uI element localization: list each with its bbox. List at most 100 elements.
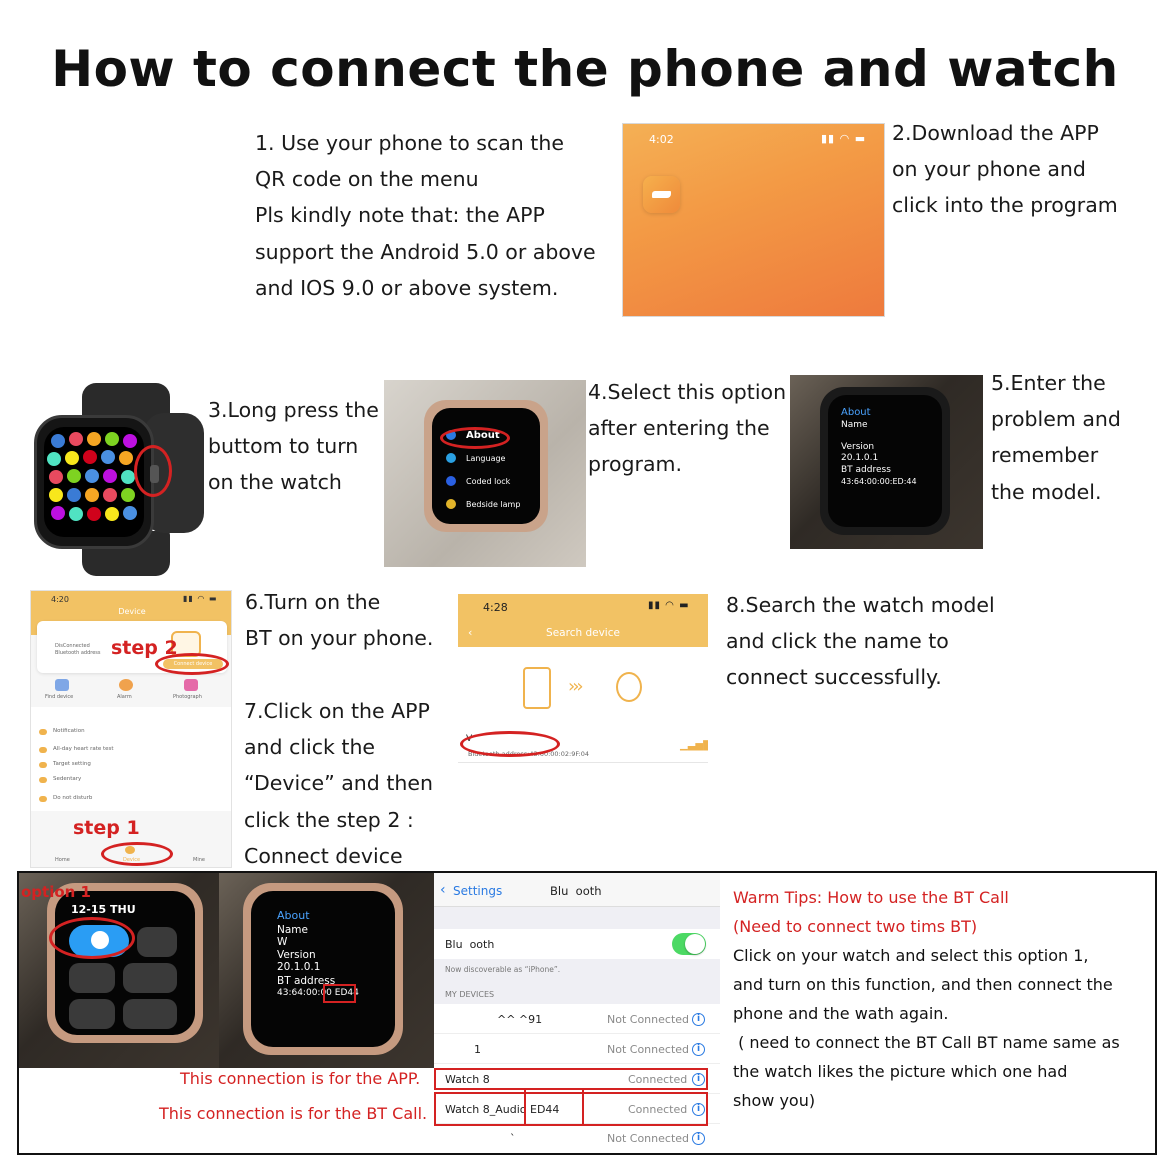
info-icon[interactable]: i bbox=[692, 1073, 705, 1086]
step-2-text: 2.Download the APP on your phone and cli… bbox=[892, 115, 1118, 224]
status-icons: ▮▮ ◠ ▬ bbox=[648, 600, 690, 611]
search-header bbox=[458, 594, 708, 647]
step-3-text: 3.Long press the buttom to turn on the w… bbox=[208, 392, 379, 501]
search-icon[interactable] bbox=[137, 927, 177, 957]
watch-screen bbox=[44, 427, 144, 537]
alarm-icon[interactable] bbox=[119, 679, 133, 691]
device-status: Not Connected bbox=[607, 1043, 690, 1056]
step-4-line: 4.Select this option bbox=[588, 380, 787, 404]
brightness-icon[interactable] bbox=[69, 999, 115, 1029]
device-row[interactable]: Watch 8_Audio ED44 Connected i bbox=[434, 1094, 720, 1124]
step-5-text: 5.Enter the problem and remember the mod… bbox=[991, 365, 1121, 510]
bell-icon bbox=[39, 729, 47, 735]
connect-highlight-circle bbox=[155, 653, 229, 675]
step-5-line: problem and bbox=[991, 407, 1121, 432]
watch-screen: 12-15 THU bbox=[55, 891, 195, 1035]
device-name: ` bbox=[510, 1132, 516, 1145]
camera-icon[interactable] bbox=[184, 679, 198, 691]
bt-address-value: 43:64:00:00 ED44 bbox=[277, 988, 359, 998]
caption-app-connection: This connection is for the APP. bbox=[180, 1069, 421, 1088]
watch8-highlight-box bbox=[434, 1068, 708, 1090]
info-icon[interactable]: i bbox=[692, 1013, 705, 1026]
device-app-screenshot: 4:20 ▮▮ ◠ ▬ Device DisConnected Bluetoot… bbox=[30, 590, 232, 868]
find-device-label: Find device bbox=[45, 694, 74, 700]
watch-product-image bbox=[34, 383, 204, 576]
watch-menu-photo: About Language Coded lock Bedside lamp bbox=[384, 380, 586, 567]
nav-title: Blu ooth bbox=[550, 884, 602, 898]
app-grid-icon bbox=[47, 432, 137, 521]
step-6-line: BT on your phone. bbox=[245, 626, 434, 651]
watch-screen: About Name W Version 20.1.0.1 BT address… bbox=[251, 891, 395, 1047]
list-item[interactable]: Target setting bbox=[53, 761, 91, 767]
info-icon[interactable]: i bbox=[692, 1043, 705, 1056]
device-row[interactable]: ^^ ^91 Not Connected i bbox=[434, 1004, 720, 1034]
qr-icon[interactable] bbox=[69, 963, 115, 993]
watch-date: 12-15 THU bbox=[71, 903, 136, 916]
my-devices-header: MY DEVICES bbox=[445, 990, 495, 999]
device-status: Not Connected bbox=[607, 1013, 690, 1026]
list-item[interactable]: Do not disturb bbox=[53, 795, 93, 801]
info-icon[interactable]: i bbox=[692, 1132, 705, 1145]
menu-item-coded-lock[interactable]: Coded lock bbox=[466, 477, 511, 486]
bluetooth-toggle[interactable] bbox=[672, 933, 706, 955]
device-row[interactable]: ` Not Connected i bbox=[434, 1124, 720, 1153]
back-chevron-icon[interactable]: ‹ bbox=[468, 626, 473, 639]
name-label: Name bbox=[841, 420, 868, 430]
watch-about-photo: About Name Version 20.1.0.1 BT address 4… bbox=[790, 375, 983, 549]
tips-line: phone and the wath again. bbox=[733, 1004, 949, 1023]
app-header-title: Device bbox=[118, 607, 146, 616]
step-1-line: support the Android 5.0 or above bbox=[255, 239, 596, 264]
device-row[interactable]: 1 Not Connected i bbox=[434, 1034, 720, 1064]
tab-home[interactable]: Home bbox=[55, 857, 70, 863]
version-label: Version bbox=[277, 949, 316, 961]
bluetooth-label: Blu ooth bbox=[445, 938, 495, 951]
menu-item-language[interactable]: Language bbox=[466, 454, 506, 463]
microphone-icon[interactable] bbox=[123, 999, 177, 1029]
ed44-highlight-box bbox=[524, 1088, 584, 1126]
step-8-line: 8.Search the watch model bbox=[726, 593, 995, 617]
app-icon[interactable] bbox=[643, 176, 680, 213]
connection-status: DisConnected bbox=[55, 643, 90, 649]
settings-list bbox=[31, 707, 231, 811]
list-item[interactable]: All-day heart rate test bbox=[53, 746, 114, 752]
tips-line: show you) bbox=[733, 1091, 816, 1110]
divider bbox=[458, 762, 708, 763]
info-icon[interactable]: i bbox=[692, 1103, 705, 1116]
list-item[interactable]: Notification bbox=[53, 728, 85, 734]
device-highlight-circle bbox=[460, 731, 560, 757]
version-label: Version bbox=[841, 442, 875, 452]
step-7-line: 7.Click on the APP bbox=[244, 699, 430, 723]
back-chevron-icon[interactable]: ‹ bbox=[440, 882, 446, 898]
name-label: Name bbox=[277, 924, 308, 936]
status-time: 4:28 bbox=[483, 601, 508, 614]
step-5-line: remember bbox=[991, 443, 1099, 468]
settings-back-link[interactable]: Settings bbox=[453, 884, 503, 898]
alarm-label: Alarm bbox=[117, 694, 132, 700]
step-8-text: 8.Search the watch model and click the n… bbox=[726, 587, 995, 696]
bluetooth-settings-screenshot: ‹ Settings Blu ooth Blu ooth Now discove… bbox=[434, 873, 720, 1153]
search-header-title: Search device bbox=[546, 627, 620, 639]
watch-bt-address-photo: About Name W Version 20.1.0.1 BT address… bbox=[219, 873, 434, 1068]
step-4-line: program. bbox=[588, 452, 683, 477]
step-7-text: 7.Click on the APP and click the “Device… bbox=[244, 693, 433, 874]
step-7-line: click the step 2 : bbox=[244, 807, 414, 832]
call-highlight-circle bbox=[49, 917, 135, 959]
nav-bar bbox=[434, 873, 720, 907]
step-2-line: 2.Download the APP bbox=[892, 121, 1099, 145]
status-icons: ▮▮ ◠ ▬ bbox=[183, 594, 218, 603]
step-4-line: after entering the bbox=[588, 416, 770, 441]
tab-mine[interactable]: Mine bbox=[193, 857, 205, 863]
step-1-line: 1. Use your phone to scan the bbox=[255, 131, 564, 155]
watch-screen: About Name Version 20.1.0.1 BT address 4… bbox=[828, 395, 942, 527]
app-logo bbox=[652, 191, 671, 198]
page-title: How to connect the phone and watch bbox=[51, 40, 1119, 98]
button-highlight-circle bbox=[134, 445, 172, 497]
bluetooth-toggle-row: Blu ooth bbox=[434, 929, 720, 959]
device-name: 1 bbox=[474, 1043, 481, 1056]
step-2-line: on your phone and bbox=[892, 157, 1086, 182]
menu-item-bedside-lamp[interactable]: Bedside lamp bbox=[466, 500, 521, 509]
find-device-icon[interactable] bbox=[55, 679, 69, 691]
tips-line: ( need to connect the BT Call BT name sa… bbox=[733, 1033, 1120, 1052]
apps-icon[interactable] bbox=[123, 963, 177, 993]
list-item[interactable]: Sedentary bbox=[53, 776, 82, 782]
